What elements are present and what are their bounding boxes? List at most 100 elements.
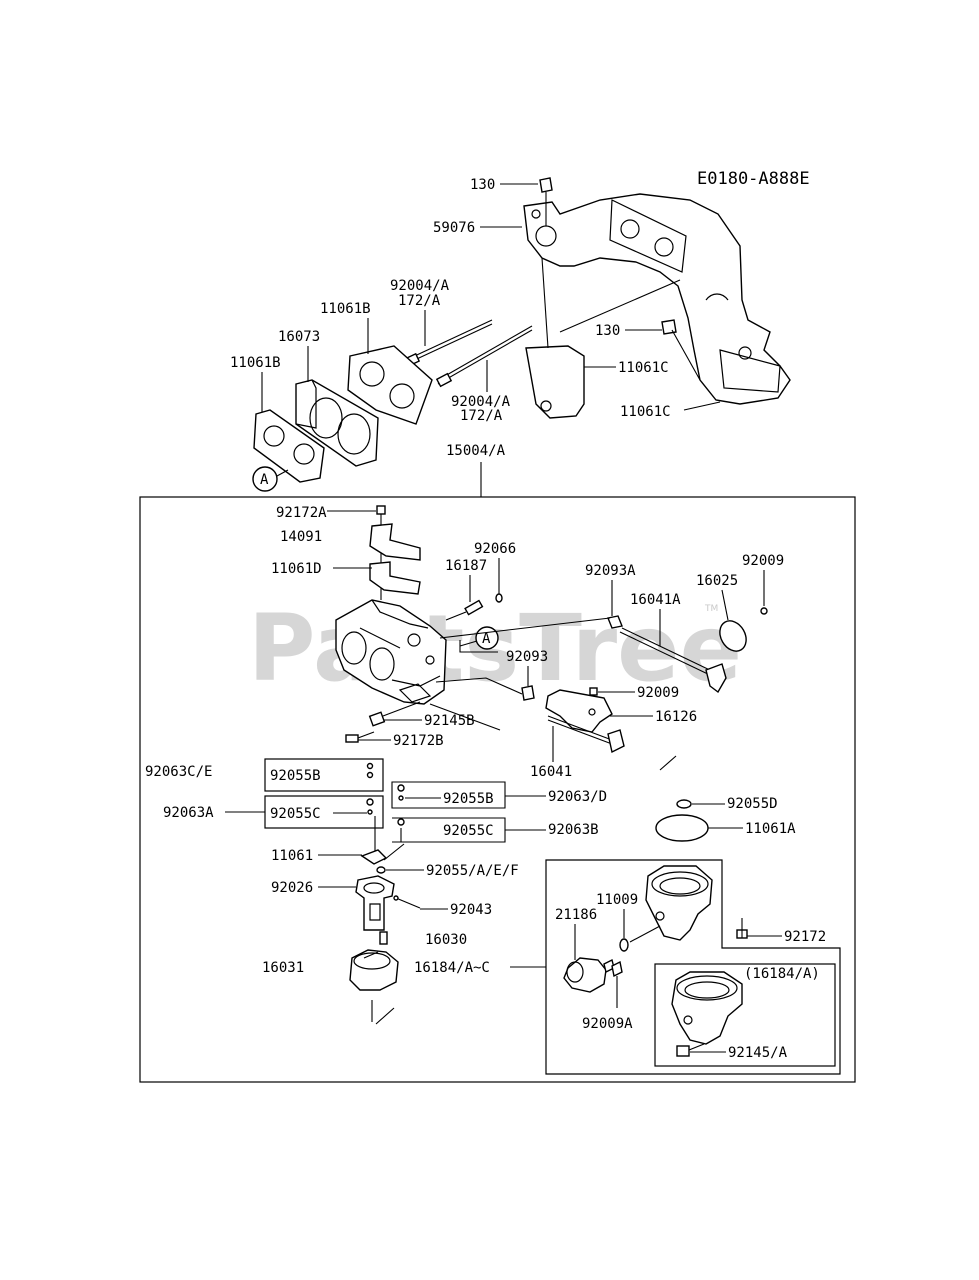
- label-16073: 16073: [278, 329, 320, 345]
- diagram-code: E0180-A888E: [697, 169, 810, 189]
- label-92009a: 92009A: [582, 1016, 633, 1032]
- pin-92043: [393, 895, 421, 909]
- label-92063a: 92063A: [163, 805, 214, 821]
- jet-box-92055b: [264, 758, 384, 792]
- gasket-11061a: [655, 814, 709, 842]
- float-bowl-16184: [645, 865, 713, 941]
- jet-16030: [379, 931, 388, 945]
- label-130-right: 130: [595, 323, 620, 339]
- jet-92055b-right: [397, 784, 405, 792]
- gasket-11061d: [369, 561, 421, 595]
- carburetor-body: [335, 599, 447, 705]
- label-16187: 16187: [445, 558, 487, 574]
- solenoid-21186: [563, 957, 615, 993]
- leader-throttle-shaft: [439, 617, 611, 639]
- jet-92055c-a: [366, 798, 374, 806]
- label-59076: 59076: [433, 220, 475, 236]
- bracket-92063d: [391, 781, 506, 809]
- leader-choke-nut: [435, 677, 523, 695]
- label-92172a: 92172A: [276, 505, 327, 521]
- float-16031: [349, 949, 399, 991]
- label-16031: 16031: [262, 960, 304, 976]
- label-92004a-upper: 92004/A: [390, 278, 450, 294]
- label-11061c-lower: 11061C: [620, 404, 671, 420]
- label-92063ce: 92063C/E: [145, 764, 212, 780]
- screw-92009a: [611, 960, 623, 1008]
- label-16184ac: 16184/A~C: [414, 960, 490, 976]
- screw-92145b: [368, 701, 421, 727]
- callout-a-upper: A: [252, 466, 289, 492]
- leader-float-chamber: [659, 755, 677, 771]
- shaft-16041a: [619, 627, 727, 694]
- carburetor-assembly-box: [139, 496, 856, 1083]
- label-11061: 11061: [271, 848, 313, 864]
- bolt-130-top: [539, 177, 553, 226]
- float-bowl-alt-box: [654, 963, 836, 1067]
- intake-manifold: [523, 193, 791, 405]
- svg-text:A: A: [482, 631, 491, 647]
- oring-92055d: [676, 799, 692, 809]
- svg-text:A: A: [260, 472, 269, 488]
- needle-11061: [360, 849, 388, 865]
- label-130-top: 130: [470, 177, 495, 193]
- float-bowl-box: [545, 859, 841, 1075]
- label-15004a: 15004/A: [446, 443, 506, 459]
- label-11061c-upper: 11061C: [618, 360, 669, 376]
- callout-a-lower: A: [459, 626, 499, 653]
- label-11009: 11009: [596, 892, 638, 908]
- jet-16187: [445, 599, 484, 621]
- jet-92055b-right-b: [398, 795, 404, 801]
- jet-92055b-a: [366, 762, 374, 770]
- oring-92066: [495, 593, 503, 603]
- stud-92004a-upper: [403, 319, 493, 368]
- screw-92009-mid: [589, 687, 598, 696]
- leader-manifold-gasket: [541, 257, 549, 349]
- label-11061d: 11061D: [271, 561, 322, 577]
- label-11061b-left: 11061B: [230, 355, 281, 371]
- label-92063b: 92063B: [548, 822, 599, 838]
- label-92055b: 92055B: [443, 791, 494, 807]
- leader-manifold-stud: [559, 279, 681, 333]
- label-16184a-paren: (16184/A): [744, 966, 820, 982]
- jet-92055c-right: [397, 818, 405, 826]
- label-21186: 21186: [555, 907, 597, 923]
- spacer-16073: [295, 379, 379, 467]
- label-16030: 16030: [425, 932, 467, 948]
- label-92004a-lower: 92004/A: [451, 394, 511, 410]
- label-92009-mid: 92009: [637, 685, 679, 701]
- screw-92145a: [676, 1043, 705, 1057]
- label-11061a: 11061A: [745, 821, 796, 837]
- throttle-plate-16025: [719, 620, 747, 652]
- label-92055d: 92055D: [727, 796, 778, 812]
- choke-plate-16126: [545, 689, 613, 733]
- label-92055c-box: 92055C: [270, 806, 321, 822]
- label-92093a: 92093A: [585, 563, 636, 579]
- label-172a-upper: 172/A: [398, 293, 441, 309]
- screw-92172b: [345, 731, 375, 743]
- gasket-11061b-left: [253, 409, 325, 483]
- label-92145a: 92145/A: [728, 1045, 788, 1061]
- label-92055aef: 92055/A/E/F: [426, 863, 519, 879]
- watermark-trademark: TM: [704, 604, 718, 614]
- screw-92009-top: [760, 607, 768, 615]
- label-14091: 14091: [280, 529, 322, 545]
- label-16041a: 16041A: [630, 592, 681, 608]
- washer-11009: [619, 925, 661, 952]
- leader-emulsion: [383, 843, 405, 861]
- oring-92055aef: [376, 866, 386, 874]
- nut-92093a: [607, 615, 623, 629]
- bracket-14091: [369, 523, 421, 561]
- float-bowl-16184a: [671, 971, 743, 1045]
- label-11061b-right: 11061B: [320, 301, 371, 317]
- label-92172: 92172: [784, 929, 826, 945]
- stud-92004a-lower: [435, 325, 533, 388]
- shaft-16041: [547, 715, 625, 754]
- screw-92172: [736, 918, 748, 939]
- holder-92026: [355, 875, 395, 931]
- label-92063d: 92063/D: [548, 789, 607, 805]
- gasket-11061c-upper: [525, 345, 585, 419]
- leader-float-b: [375, 1007, 395, 1025]
- jet-92055c-b: [367, 809, 373, 815]
- label-16041: 16041: [530, 764, 572, 780]
